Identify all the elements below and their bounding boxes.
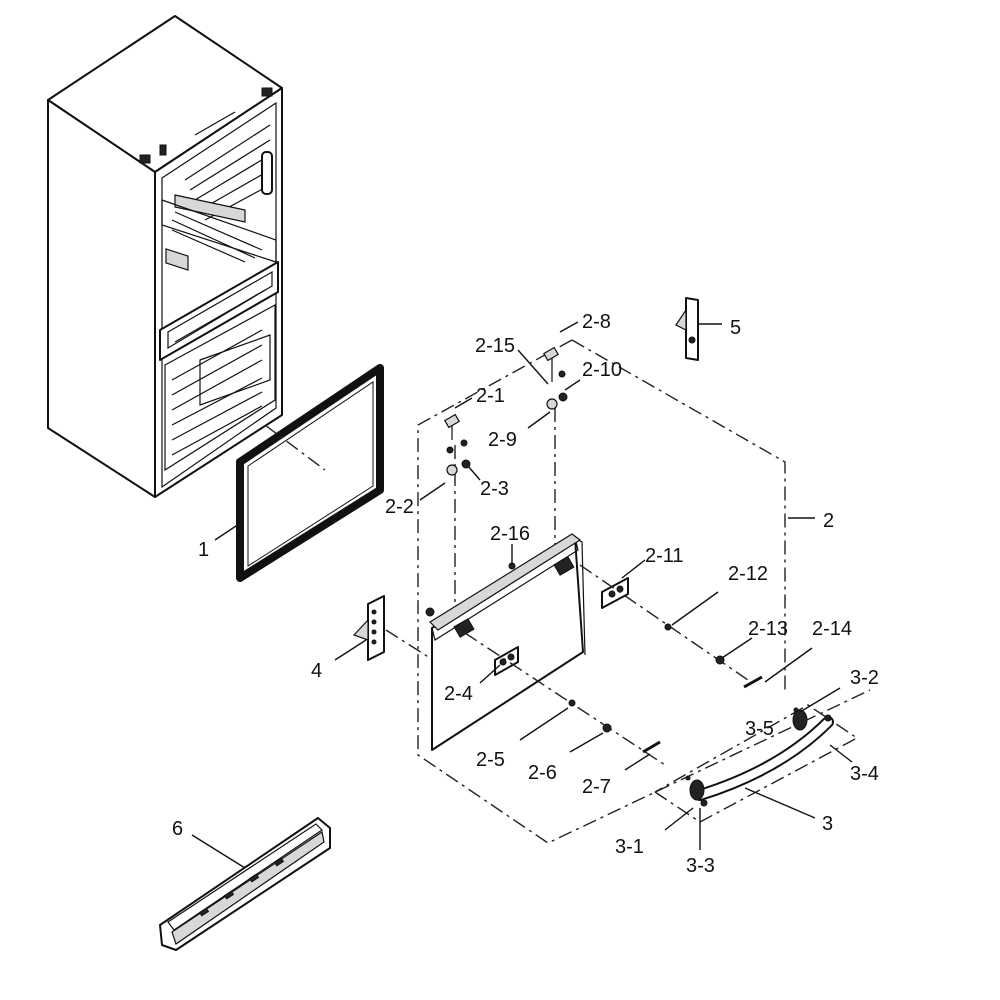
callout-2-12: 2-12 <box>728 563 768 585</box>
part-4-guide-line <box>385 629 431 659</box>
part-2-2-screws <box>446 439 471 476</box>
callout-2-3: 2-3 <box>480 478 509 500</box>
part-3-door-handle <box>685 707 834 807</box>
callout-3-5: 3-5 <box>745 718 774 740</box>
part-2-1-upper-hinge-pin <box>443 413 461 440</box>
callout-1: 1 <box>198 539 209 561</box>
callout-2-4: 2-4 <box>444 683 473 705</box>
part-2-freezer-door <box>429 533 586 751</box>
callout-2-11: 2-11 <box>645 545 684 567</box>
callout-2-8: 2-8 <box>582 311 611 333</box>
callout-3-1: 3-1 <box>615 836 644 858</box>
callout-2-9: 2-9 <box>488 429 517 451</box>
callout-2-5: 2-5 <box>476 749 505 771</box>
callout-3-3: 3-3 <box>686 855 715 877</box>
part-3-handle-boundary <box>654 704 859 823</box>
callout-2-2: 2-2 <box>385 496 414 518</box>
part-2-9-screws <box>546 370 568 410</box>
callout-labels: 1 2 2-1 2-2 2-3 2-4 2-5 2-6 2-7 2-8 2-9 … <box>172 311 879 877</box>
callout-2-6: 2-6 <box>528 762 557 784</box>
part-4-lower-hinge <box>352 595 385 661</box>
callout-2-13: 2-13 <box>748 618 788 640</box>
callout-2-14: 2-14 <box>812 618 852 640</box>
part-1-door-gasket <box>236 364 384 582</box>
callout-2: 2 <box>823 510 834 532</box>
part-5-upper-hinge <box>675 297 699 361</box>
callout-2-16: 2-16 <box>490 523 530 545</box>
part-2-8-upper-hinge-pin <box>542 346 560 382</box>
callout-3-4: 3-4 <box>850 763 879 785</box>
callout-3: 3 <box>822 813 833 835</box>
callout-2-1: 2-1 <box>476 385 505 407</box>
callout-5: 5 <box>730 317 741 339</box>
door-stopper-parts <box>464 564 763 766</box>
callout-2-7: 2-7 <box>582 776 611 798</box>
refrigerator-cabinet <box>47 15 283 498</box>
callout-2-15: 2-15 <box>475 335 515 357</box>
callout-6: 6 <box>172 818 183 840</box>
callout-4: 4 <box>311 660 322 682</box>
callout-3-2: 3-2 <box>850 667 879 689</box>
leader-lines <box>191 321 853 869</box>
part-2-11-bracket <box>601 577 629 609</box>
part-1-guide-line <box>264 424 326 471</box>
part-6-freezer-bin <box>159 817 331 951</box>
part-4-screw <box>425 607 435 617</box>
callout-2-10: 2-10 <box>582 359 622 381</box>
